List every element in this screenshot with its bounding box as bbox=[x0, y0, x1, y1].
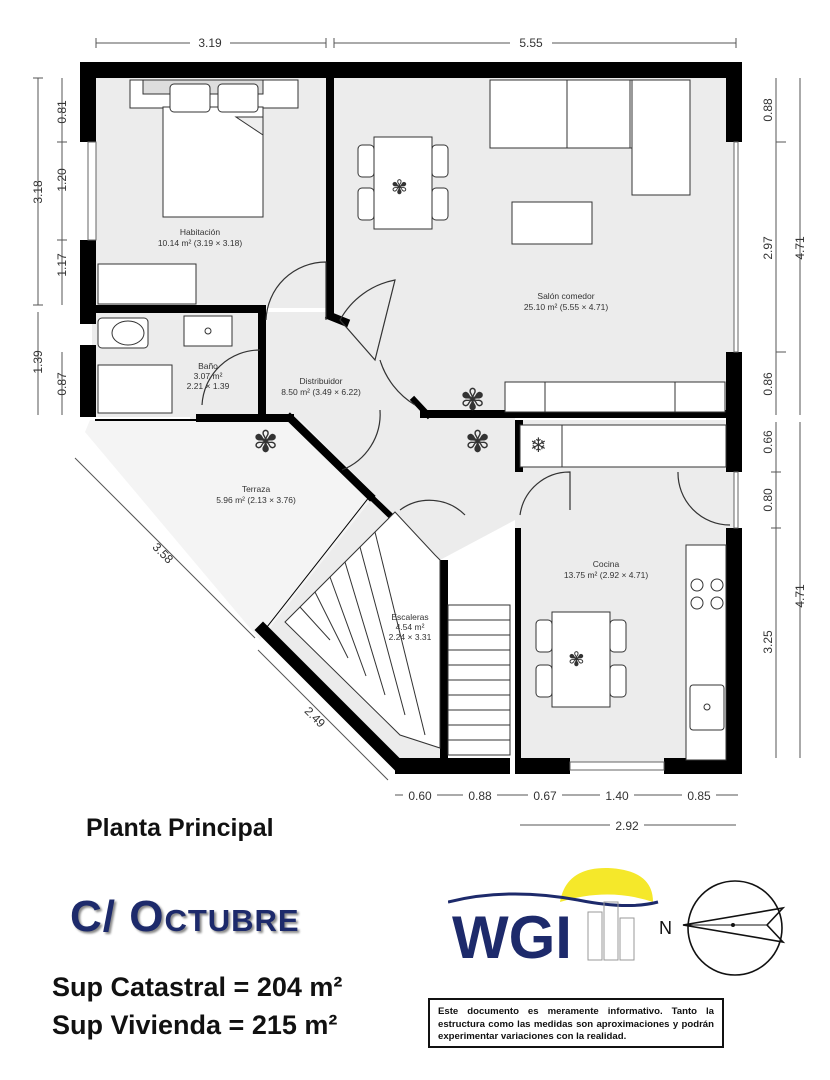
floor-plan: ❄ ✾ ✾ ✾ ✾ ✾ bbox=[31, 36, 807, 833]
plan-title: Planta Principal bbox=[86, 814, 274, 842]
slanted-walls bbox=[95, 310, 433, 771]
dim-right-k2: 0.80 bbox=[761, 488, 775, 512]
coffee-table bbox=[511, 201, 593, 245]
sup-vivienda: Sup Vivienda = 215 m² bbox=[52, 1010, 338, 1040]
door-swings bbox=[201, 261, 731, 526]
svg-text:✾: ✾ bbox=[460, 384, 485, 417]
dim-right-k-total: 4.71 bbox=[793, 584, 807, 608]
wardrobe bbox=[97, 263, 197, 305]
dim-right-k3: 3.25 bbox=[761, 630, 775, 654]
dim-right-c: 0.86 bbox=[761, 372, 775, 396]
area-cocina: 13.75 m² (2.92 × 4.71) bbox=[564, 570, 649, 580]
stairs bbox=[284, 511, 511, 756]
svg-text:✾: ✾ bbox=[391, 177, 408, 199]
dining-table bbox=[357, 136, 449, 230]
dims-escaleras: 2.24 × 3.31 bbox=[389, 632, 432, 642]
area-terraza: 5.96 m² (2.13 × 3.76) bbox=[216, 495, 296, 505]
dim-left-c: 1.17 bbox=[55, 253, 69, 277]
dim-left-bath: 1.39 bbox=[31, 350, 45, 374]
area-distribuidor: 8.50 m² (3.49 × 6.22) bbox=[281, 387, 361, 397]
tv-unit bbox=[504, 381, 726, 413]
label-salon: Salón comedor bbox=[537, 291, 594, 301]
area-bano: 3.07 m² bbox=[194, 371, 223, 381]
dimension-labels: 3.19 5.55 3.18 0.81 1.20 1.17 1.39 0.87 … bbox=[31, 36, 807, 833]
wgi-logo: WGI bbox=[448, 867, 659, 967]
label-cocina: Cocina bbox=[593, 559, 620, 569]
dim-left-bath-b: 0.87 bbox=[55, 372, 69, 396]
terrace-floor bbox=[85, 420, 375, 640]
area-salon: 25.10 m² (5.55 × 4.71) bbox=[524, 302, 609, 312]
label-habitacion: Habitación bbox=[180, 227, 220, 237]
compass-icon: N bbox=[659, 880, 786, 976]
svg-text:✾: ✾ bbox=[465, 426, 490, 459]
dims-bano: 2.21 × 1.39 bbox=[187, 381, 230, 391]
windows bbox=[87, 141, 739, 771]
dim-bottom-total: 2.92 bbox=[615, 819, 639, 833]
dim-bottom-b: 0.88 bbox=[468, 789, 492, 803]
area-habitacion: 10.14 m² (3.19 × 3.18) bbox=[158, 238, 243, 248]
walls bbox=[80, 62, 742, 774]
dim-left-a: 0.81 bbox=[55, 100, 69, 124]
dim-right-k1: 0.66 bbox=[761, 430, 775, 454]
dim-bottom-c: 0.67 bbox=[533, 789, 557, 803]
dim-diag-a: 3.58 bbox=[150, 540, 177, 567]
dim-bottom-e: 0.85 bbox=[687, 789, 711, 803]
label-escaleras: Escaleras bbox=[391, 612, 428, 622]
dim-left-b: 1.20 bbox=[55, 168, 69, 192]
dim-left-total: 3.18 bbox=[31, 180, 45, 204]
bathroom-fixtures bbox=[97, 315, 233, 414]
svg-text:✾: ✾ bbox=[253, 426, 278, 459]
label-bano: Baño bbox=[198, 361, 218, 371]
room-labels: Habitación 10.14 m² (3.19 × 3.18) Salón … bbox=[158, 227, 649, 642]
bed bbox=[129, 79, 299, 218]
svg-text:✾: ✾ bbox=[568, 649, 585, 671]
area-escaleras: 4.54 m² bbox=[396, 622, 425, 632]
logo-text: WGI bbox=[452, 904, 572, 967]
dim-bottom-a: 0.60 bbox=[408, 789, 432, 803]
dim-right-a: 0.88 bbox=[761, 98, 775, 122]
label-distribuidor: Distribuidor bbox=[300, 376, 343, 386]
dim-right-total: 4.71 bbox=[793, 236, 807, 260]
north-letter: N bbox=[659, 918, 672, 938]
kitchen-fixtures bbox=[519, 424, 727, 761]
sup-catastral: Sup Catastral = 204 m² bbox=[52, 972, 343, 1002]
disclaimer: Este documento es meramente informativo.… bbox=[428, 998, 724, 1048]
street-name: C/ Octubre bbox=[70, 892, 300, 941]
dim-bottom-d: 1.40 bbox=[605, 789, 629, 803]
dim-diag-b: 2.49 bbox=[302, 704, 329, 731]
dim-right-b: 2.97 bbox=[761, 236, 775, 260]
dim-top-left: 3.19 bbox=[198, 36, 222, 50]
plant-icons: ✾ ✾ ✾ ✾ ✾ bbox=[253, 177, 585, 671]
sofa bbox=[489, 79, 691, 196]
label-terraza: Terraza bbox=[242, 484, 271, 494]
snowflake-icon: ❄ bbox=[530, 435, 547, 457]
dim-top-right: 5.55 bbox=[519, 36, 543, 50]
